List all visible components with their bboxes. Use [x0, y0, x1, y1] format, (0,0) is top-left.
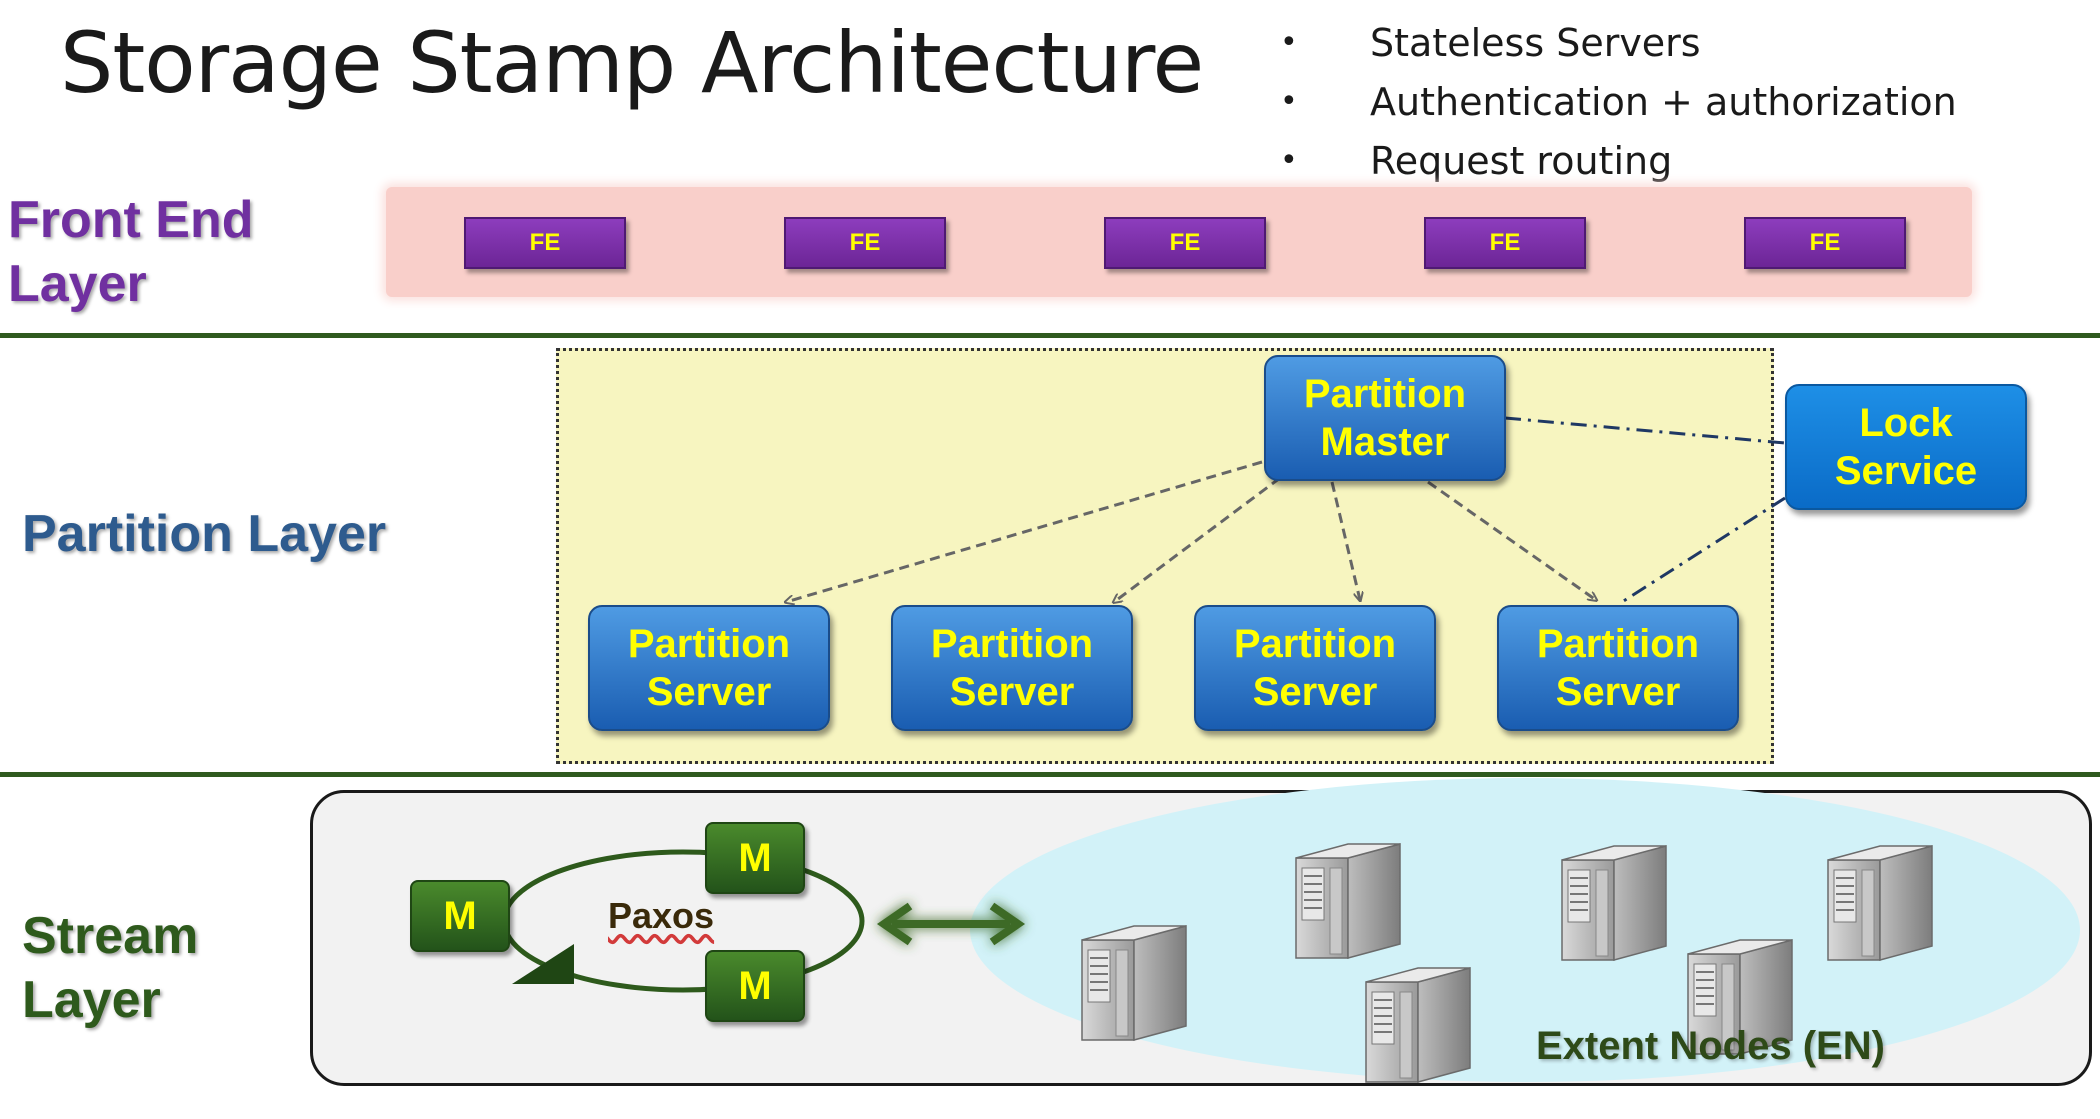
bullet-text: Stateless Servers	[1370, 21, 1701, 65]
bullet-dot-icon: •	[1280, 84, 1298, 119]
partition-master-box: Partition Master	[1264, 355, 1506, 481]
partition-server-label: Partition Server	[1233, 622, 1397, 714]
lock-to-master-line	[1504, 416, 1786, 445]
master-to-server-arrow	[1114, 476, 1281, 602]
fe-node: FE	[784, 217, 946, 269]
bidirectional-arrow-icon	[876, 902, 1026, 946]
layer-separator	[0, 772, 2100, 777]
server-tower-icon	[1827, 845, 1933, 961]
extent-nodes-label: Extent Nodes (EN)	[1536, 1024, 1885, 1068]
partition-server-box: Partition Server	[1194, 605, 1436, 731]
bullet-text: Authentication + authorization	[1370, 80, 1957, 124]
layer-separator	[0, 333, 2100, 338]
stream-master-node: M	[705, 950, 805, 1022]
master-to-server-arrow	[1330, 481, 1360, 600]
master-to-server-arrow	[1427, 480, 1596, 600]
bullet-dot-icon: •	[1280, 25, 1298, 60]
server-tower-icon	[1295, 843, 1401, 959]
bullet-item: • Authentication + authorization	[1280, 77, 1957, 136]
lock-service-label: Lock Service	[1834, 401, 1978, 493]
partition-server-label: Partition Server	[930, 622, 1094, 714]
fe-node: FE	[464, 217, 626, 269]
paxos-label: Paxos	[608, 895, 715, 936]
partition-server-label: Partition Server	[627, 622, 791, 714]
server-tower-icon	[1365, 967, 1471, 1083]
partition-server-box: Partition Server	[588, 605, 830, 731]
paxos-direction-arrow-icon	[512, 944, 574, 984]
partition-server-box: Partition Server	[891, 605, 1133, 731]
server-tower-icon	[1561, 845, 1667, 961]
bullet-dot-icon: •	[1280, 143, 1298, 178]
bullet-text: Request routing	[1370, 139, 1673, 183]
feature-bullet-list: • Stateless Servers • Authentication + aut…	[1280, 18, 1957, 195]
partition-server-label: Partition Server	[1536, 622, 1700, 714]
stream-master-node: M	[705, 822, 805, 894]
bullet-item: • Stateless Servers	[1280, 18, 1957, 77]
fe-node: FE	[1424, 217, 1586, 269]
partition-layer-label: Partition Layer	[22, 505, 387, 563]
bullet-item: • Request routing	[1280, 136, 1957, 195]
page-title: Storage Stamp Architecture	[60, 14, 1204, 112]
stream-layer-label: Stream Layer	[22, 907, 199, 1029]
front-end-layer-label: Front End Layer	[8, 191, 254, 313]
stream-master-node: M	[410, 880, 510, 952]
partition-master-label: Partition Master	[1303, 372, 1467, 464]
fe-node: FE	[1104, 217, 1266, 269]
master-to-server-arrow	[786, 460, 1263, 602]
lock-service-box: Lock Service	[1785, 384, 2027, 510]
partition-server-box: Partition Server	[1497, 605, 1739, 731]
fe-node: FE	[1744, 217, 1906, 269]
server-tower-icon	[1081, 925, 1187, 1041]
